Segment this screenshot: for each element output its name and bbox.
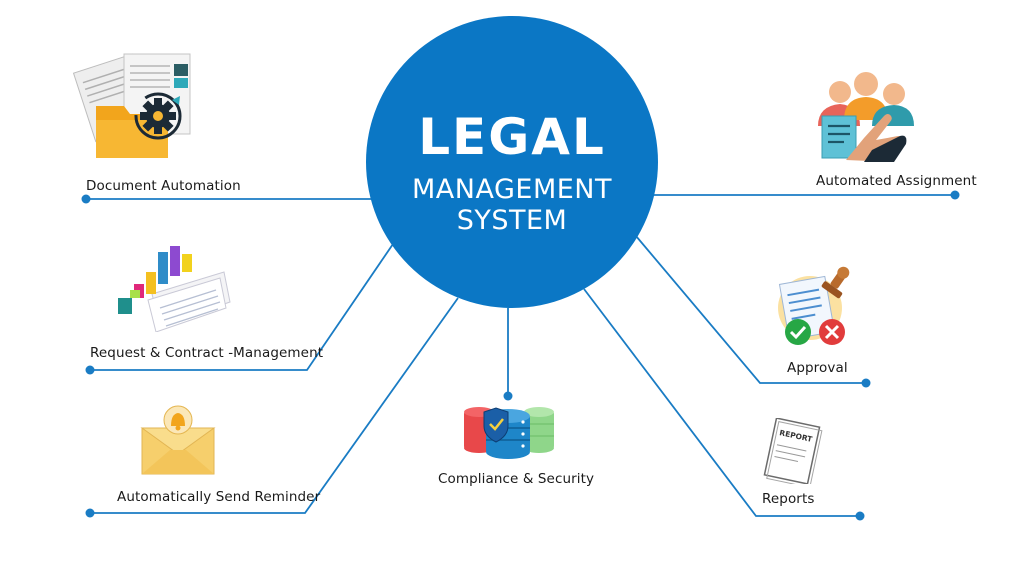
center-hub: LEGAL MANAGEMENT SYSTEM (366, 16, 658, 308)
connector-dot (950, 190, 960, 200)
label-request-contract: Request & Contract -Management (90, 345, 324, 361)
folder-gear-icon (72, 53, 191, 158)
database-shield-icon (464, 407, 554, 459)
connector-dot (85, 508, 95, 518)
connector-dot (503, 391, 513, 401)
connector-dot (861, 378, 871, 388)
label-compliance-security: Compliance & Security (438, 471, 595, 487)
connector-send-reminder (90, 297, 459, 514)
people-pointer-icon (818, 72, 914, 162)
label-send-reminder: Automatically Send Reminder (117, 489, 321, 505)
report-document-icon: REPORT (763, 418, 823, 484)
connector-dot (855, 511, 865, 521)
bar-chart-document-icon (118, 246, 231, 332)
connector-approval (635, 235, 866, 384)
hub-title: LEGAL (418, 108, 606, 166)
label-reports: Reports (762, 491, 815, 507)
label-approval: Approval (787, 360, 848, 376)
connector-dot (85, 365, 95, 375)
label-document-automation: Document Automation (86, 178, 241, 194)
label-automated-assignment: Automated Assignment (816, 173, 977, 189)
connector-request-contract (90, 243, 394, 371)
connector-reports (583, 288, 860, 517)
hub-subtitle: MANAGEMENT SYSTEM (412, 174, 612, 236)
document-stamp-icon (778, 266, 850, 345)
connector-dot (81, 194, 91, 204)
envelope-bell-icon (140, 405, 216, 475)
